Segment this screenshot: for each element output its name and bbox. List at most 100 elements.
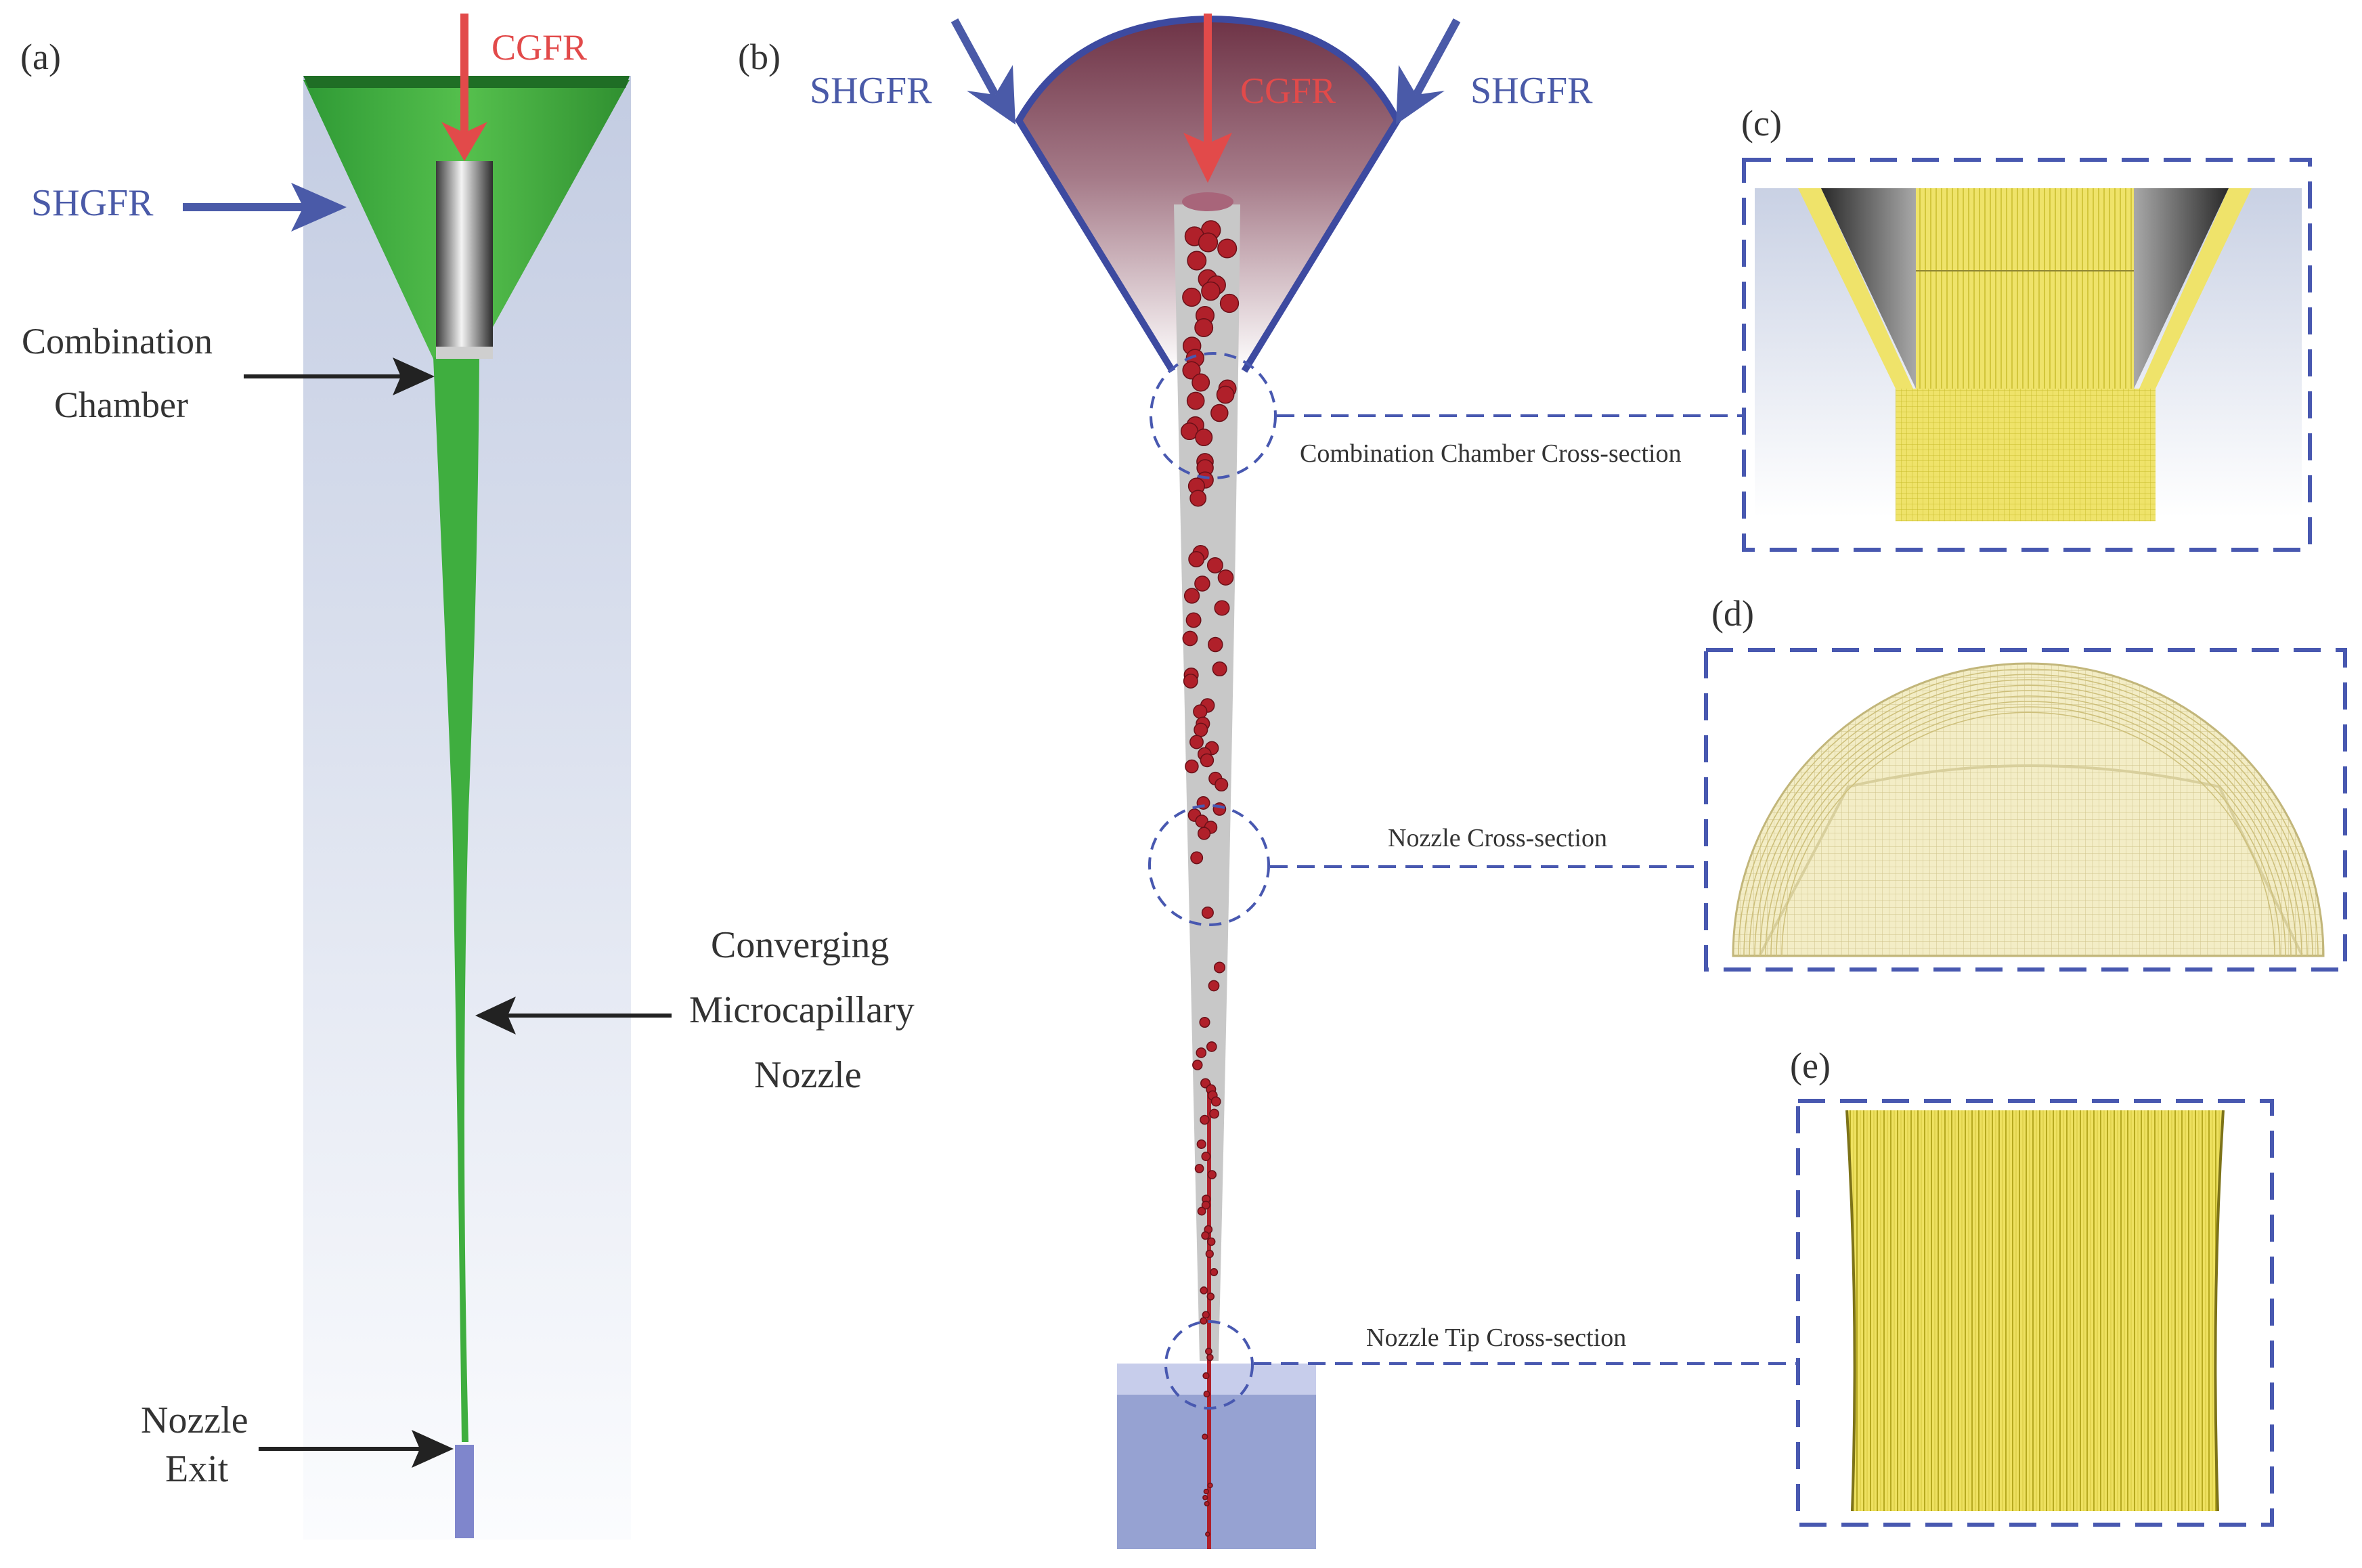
droplet xyxy=(1196,1139,1206,1150)
panel-a-label: (a) xyxy=(20,37,61,77)
shgfr-arrow-b-right xyxy=(1412,18,1461,97)
droplet xyxy=(1200,1114,1210,1125)
droplet xyxy=(1207,1482,1213,1489)
droplet xyxy=(1206,1041,1217,1052)
droplet xyxy=(1203,1488,1209,1495)
nozzle-section-mesh xyxy=(1732,662,2325,957)
droplet xyxy=(1206,557,1223,573)
droplet xyxy=(1202,1433,1208,1440)
converging-nozzle xyxy=(433,357,479,1442)
droplet xyxy=(1185,612,1202,628)
panel-a: (a) CGFR SHGFR Combination Chamber Conve… xyxy=(20,14,915,1540)
callout-text-nozzle: Nozzle Cross-section xyxy=(1388,824,1607,852)
exit-label-2: Exit xyxy=(165,1448,229,1490)
panel-c-frame xyxy=(1742,158,2312,552)
inner-capillary-band xyxy=(436,347,493,359)
panel-c: (c) xyxy=(1741,103,2312,552)
droplet xyxy=(1208,980,1220,992)
converging-label-2: Microcapillary xyxy=(689,989,915,1031)
mesh-arc xyxy=(1765,695,2292,957)
droplet xyxy=(1213,961,1226,974)
droplet xyxy=(1200,753,1215,768)
chamber-shell-right xyxy=(2139,188,2252,389)
droplet xyxy=(1188,551,1205,567)
callout-text-chamber: Combination Chamber Cross-section xyxy=(1300,439,1682,468)
droplet xyxy=(1194,722,1208,737)
droplet xyxy=(1182,287,1202,307)
chamber-mesh-c xyxy=(1896,389,2156,521)
droplet xyxy=(1201,906,1214,919)
droplet xyxy=(1194,575,1210,592)
cgfr-label-b: CGFR xyxy=(1240,70,1336,111)
nozzle-section-inner-boundary xyxy=(1759,764,2303,955)
converging-label-1: Converging xyxy=(711,924,889,966)
panel-e-frame xyxy=(1796,1099,2274,1527)
mesh-arc xyxy=(1759,690,2297,957)
droplet xyxy=(1206,1353,1214,1362)
droplet xyxy=(1205,1249,1214,1259)
droplet xyxy=(1206,1292,1215,1301)
droplet xyxy=(1197,1206,1206,1216)
droplet xyxy=(1201,1231,1210,1240)
panel-e-label: (e) xyxy=(1790,1045,1831,1086)
exit-label-1: Nozzle xyxy=(141,1399,248,1441)
droplet xyxy=(1210,1096,1221,1107)
droplet xyxy=(1194,1164,1204,1173)
droplet xyxy=(1189,489,1207,507)
droplet xyxy=(1187,251,1207,271)
panel-b-label: (b) xyxy=(738,37,781,77)
panel-b: (b) CGFR SHGFR SHGFR Combination Chamber… xyxy=(738,14,1799,1549)
droplet xyxy=(1192,1060,1203,1070)
shgfr-label-a: SHGFR xyxy=(31,182,154,224)
shgfr-arrowhead-a xyxy=(291,183,347,232)
droplet xyxy=(1219,293,1240,313)
droplet xyxy=(1205,1531,1210,1537)
mesh-arc xyxy=(1749,679,2308,957)
exit-arrowhead xyxy=(412,1430,454,1468)
combination-arrowhead xyxy=(393,357,435,395)
droplet xyxy=(1199,1016,1210,1028)
inner-capillary-tube xyxy=(436,161,493,357)
droplet xyxy=(1205,1347,1212,1355)
droplet xyxy=(1189,735,1204,749)
callout-text-tip: Nozzle Tip Cross-section xyxy=(1366,1324,1626,1352)
collector-bath xyxy=(1117,1395,1316,1549)
droplet xyxy=(1185,759,1199,774)
droplet xyxy=(1214,600,1230,616)
capillary-wall-right xyxy=(2134,188,2229,389)
droplet xyxy=(1194,318,1214,337)
droplet xyxy=(1202,1494,1208,1501)
droplet xyxy=(1196,1047,1207,1058)
bubbles-group xyxy=(1180,220,1240,1537)
mesh-arc xyxy=(1743,674,2313,957)
droplet xyxy=(1183,588,1200,604)
droplet xyxy=(1203,1391,1210,1397)
droplet xyxy=(1212,661,1227,677)
droplet xyxy=(1200,1286,1208,1294)
mesh-arc xyxy=(1738,668,2319,957)
droplet xyxy=(1182,361,1201,380)
collector-top xyxy=(1117,1364,1316,1395)
cgfr-label-a: CGFR xyxy=(491,27,587,68)
droplet xyxy=(1206,1237,1216,1246)
capillary-wall-left xyxy=(1821,188,1916,389)
droplet xyxy=(1202,1372,1210,1380)
droplet xyxy=(1217,569,1234,586)
shgfr-arrowhead-b-left xyxy=(967,65,1015,125)
converging-label-3: Nozzle xyxy=(754,1054,862,1096)
droplet xyxy=(1183,674,1198,689)
droplet xyxy=(1210,404,1229,422)
combination-label-2: Chamber xyxy=(54,385,188,425)
droplet xyxy=(1217,238,1238,259)
callout-circle-chamber xyxy=(1150,352,1277,479)
droplet xyxy=(1182,630,1198,647)
panel-d-label: (d) xyxy=(1711,593,1754,634)
callout-circle-nozzle xyxy=(1148,804,1270,926)
droplet xyxy=(1215,777,1229,792)
panel-d-frame xyxy=(1704,648,2347,972)
mesh-arc xyxy=(1781,712,2275,957)
droplet xyxy=(1193,704,1208,719)
panel-e: (e) xyxy=(1790,1045,2274,1527)
droplet xyxy=(1201,281,1221,301)
